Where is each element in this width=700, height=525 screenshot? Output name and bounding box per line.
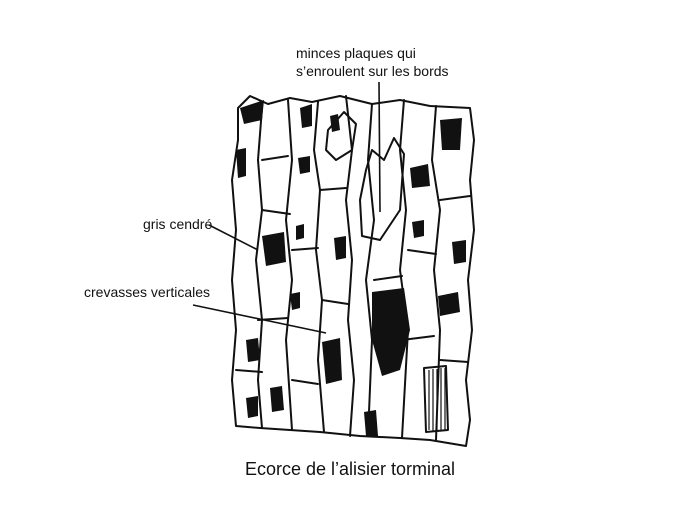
crevasse-line: [285, 99, 293, 431]
label-ash-grey: gris cendré: [143, 216, 213, 232]
curled-plate: [325, 111, 357, 161]
plate-edge: [319, 187, 347, 191]
plate-edge: [291, 247, 319, 251]
hatch-zone: [423, 365, 449, 433]
plate-edge: [439, 359, 469, 363]
plate-edge: [261, 209, 291, 215]
plate-edge: [321, 299, 349, 305]
leader-lines: [192, 81, 381, 334]
crevasse-line: [431, 105, 441, 441]
label-thin-plates-line2: s’enroulent sur les bords: [296, 63, 449, 79]
label-thin-plates: minces plaques qui s’enroulent sur les b…: [296, 44, 449, 80]
plate-edge: [261, 155, 289, 161]
label-thin-plates-line1: minces plaques qui: [296, 45, 416, 61]
curled-plate: [359, 137, 405, 241]
crevasse-line: [313, 101, 325, 433]
label-vertical-crevasses: crevasses verticales: [84, 284, 211, 300]
crevasse-line: [255, 107, 263, 429]
plate-edge: [291, 379, 319, 385]
plate-edge: [439, 195, 471, 201]
plate-edge: [373, 275, 403, 281]
crevasse-line: [399, 99, 409, 439]
plate-edge: [235, 369, 263, 373]
figure-caption: Ecorce de l’alisier torminal: [244, 459, 456, 479]
dark-fissures: [236, 100, 466, 436]
plate-edge: [407, 249, 437, 255]
crevasse-line: [365, 103, 375, 437]
